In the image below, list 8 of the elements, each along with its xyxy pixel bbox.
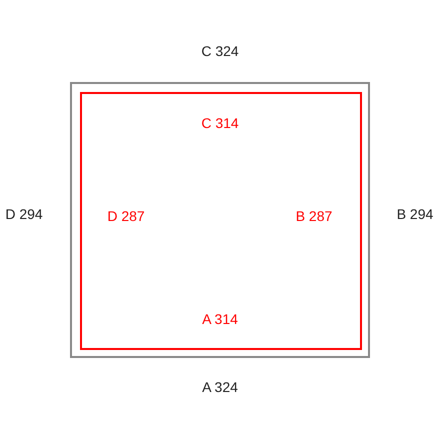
side-length-label: A 314 (202, 312, 238, 326)
side-length-label: B 294 (396, 207, 434, 221)
side-length-label: B 287 (296, 209, 332, 223)
side-length-label: D 294 (5, 207, 43, 221)
side-length-label: C 314 (201, 116, 239, 130)
side-length-label: C 324 (201, 44, 239, 58)
side-length-label: A 324 (202, 380, 238, 394)
side-length-label: D 287 (107, 209, 145, 223)
